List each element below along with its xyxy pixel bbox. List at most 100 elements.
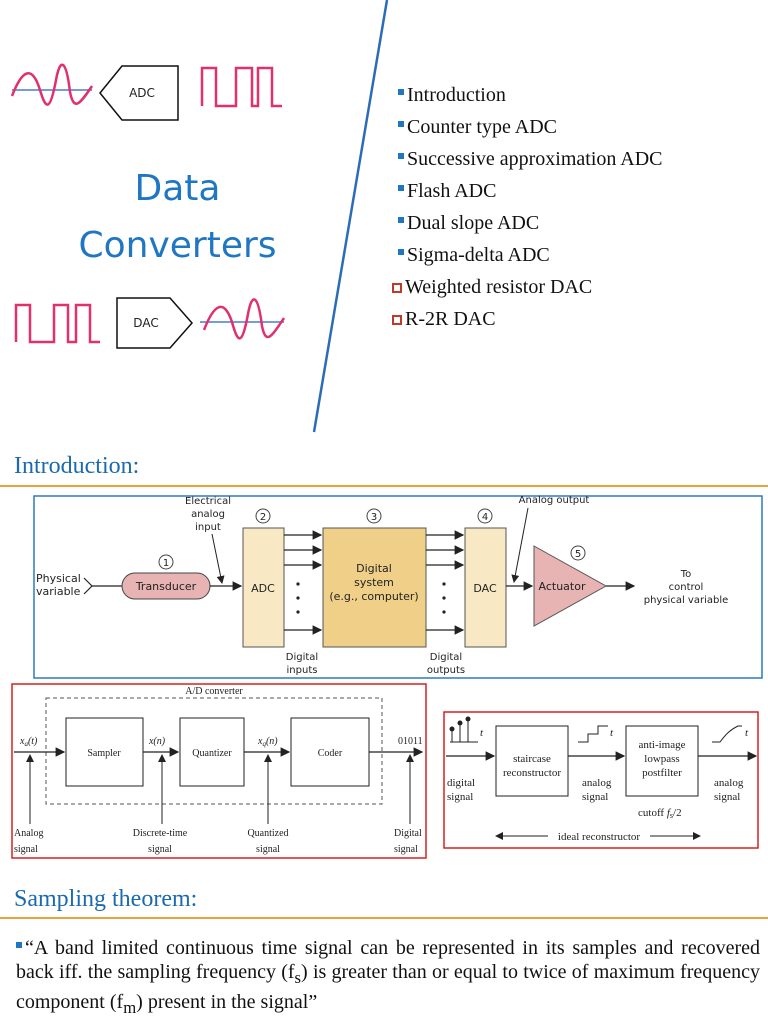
num-1: 1 (163, 558, 169, 569)
smooth-wave (712, 725, 742, 743)
analog-signal-1: Analog (14, 828, 43, 839)
digital-inputs-1: Digital (286, 652, 318, 663)
digital-outputs-1: Digital (430, 652, 462, 663)
sampling-rule (0, 917, 768, 919)
num-3: 3 (371, 512, 377, 523)
num-4: 4 (482, 512, 488, 523)
analog-output-pointer (511, 507, 529, 583)
adc-shape (99, 65, 179, 121)
topic-label: Counter type ADC (407, 116, 557, 138)
adc-digital-bus (284, 530, 323, 635)
divider-slash (312, 0, 389, 433)
square-bullet-icon (398, 121, 404, 127)
analog-signal-mid-2: signal (582, 791, 608, 803)
xn-label: x(n) (148, 736, 166, 747)
quote-bullet-icon (16, 942, 22, 948)
sampling-heading: Sampling theorem: (14, 886, 198, 912)
square-bullet-icon (398, 89, 404, 95)
checkbox-bullet-icon (392, 315, 402, 325)
analog-signal-out-1: analog (714, 777, 744, 789)
square-wave-out (200, 66, 282, 108)
topic-item: Successive approximation ADC (392, 148, 663, 180)
digital-signal-in-1: digital (447, 777, 475, 789)
input-chevron (83, 577, 93, 595)
analog-signal-out-2: signal (714, 791, 740, 803)
analog-wave-out (202, 298, 286, 340)
staircase-1: staircase (513, 753, 551, 765)
num-1-badge (158, 554, 174, 570)
digital-system-block (322, 527, 427, 648)
actuator-block (533, 545, 608, 627)
bits-label: 01011 (398, 736, 423, 747)
anti-image-3: postfilter (642, 767, 682, 779)
discrete-time-1: Discrete-time (133, 828, 188, 839)
topic-label: Weighted resistor DAC (405, 276, 593, 298)
staircase-wave (578, 725, 608, 743)
digital-system-2: system (354, 576, 394, 589)
t1-label: t (480, 727, 484, 739)
sampling-quote: “A band limited continuous time signal c… (16, 937, 760, 1017)
sampler-label: Sampler (87, 748, 121, 759)
ideal-reconstructor-label: ideal reconstructor (558, 831, 640, 843)
adc-block-label: ADC (251, 582, 275, 595)
adc-illustration: ADC (10, 63, 282, 121)
coder-block (290, 717, 370, 787)
num-5: 5 (575, 549, 581, 560)
adc-dashed-box (45, 697, 383, 805)
quantizer-block (179, 717, 245, 787)
quantized-1: Quantized (247, 828, 288, 839)
digital-inputs-2: inputs (287, 665, 318, 676)
postfilter-block (625, 725, 699, 797)
topic-label: R-2R DAC (405, 308, 496, 330)
actuator-label: Actuator (539, 580, 586, 593)
sampler-block (65, 717, 144, 787)
sample-stems (449, 716, 478, 743)
analog-signal-mid-1: analog (582, 777, 612, 789)
anti-image-1: anti-image (638, 739, 685, 751)
t3-label: t (745, 727, 749, 739)
dac-digital-bus (426, 530, 465, 635)
fig2-frame (11, 683, 427, 859)
checkbox-bullet-icon (392, 283, 402, 293)
dac-label: DAC (133, 316, 158, 330)
topic-item: Introduction (392, 84, 663, 116)
digital-outputs-2: outputs (427, 665, 465, 676)
topic-item: Dual slope ADC (392, 212, 663, 244)
topic-item: Sigma-delta ADC (392, 244, 663, 276)
reconstructor-figure: t digital signal staircase reconstructor… (443, 711, 759, 849)
adc-label: ADC (129, 86, 155, 100)
square-bullet-icon (398, 153, 404, 159)
square-bullet-icon (398, 217, 404, 223)
square-wave-in (14, 303, 100, 344)
staircase-block (495, 725, 569, 797)
square-bullet-icon (398, 185, 404, 191)
electrical-pointer (211, 533, 225, 584)
dac-shape (116, 297, 193, 349)
topic-item: Counter type ADC (392, 116, 663, 148)
ad-converter-title: A/D converter (185, 686, 243, 697)
adc-block (242, 527, 285, 648)
topic-label: Sigma-delta ADC (407, 244, 550, 266)
cutoff-label: cutoff fs/2 (638, 807, 682, 820)
topic-item: R-2R DAC (392, 308, 663, 340)
transducer-label: Transducer (135, 580, 197, 593)
physical-variable-label-1: Physical (36, 572, 81, 585)
to-control-2: control (669, 582, 704, 593)
cover-graphics: ADC DAC (10, 0, 389, 433)
digital-system-1: Digital (356, 562, 392, 575)
num-2: 2 (260, 512, 266, 523)
digital-system-3: (e.g., computer) (329, 590, 418, 603)
digital-signal-2: signal (394, 844, 418, 855)
quantized-2: signal (256, 844, 280, 855)
to-control-1: To (680, 569, 692, 580)
topic-label: Successive approximation ADC (407, 148, 663, 170)
ad-converter-figure: A/D converter xa(t) Analog signal Sample… (11, 683, 427, 859)
topic-label: Flash ADC (407, 180, 497, 202)
analog-output-label: Analog output (519, 495, 590, 506)
num-2-badge (255, 508, 271, 524)
digital-signal-1: Digital (394, 828, 422, 839)
t2-label: t (610, 727, 614, 739)
xa-label: xa(t) (19, 736, 38, 748)
control-loop-figure: Physical variable Transducer 1 Electrica… (33, 495, 763, 679)
